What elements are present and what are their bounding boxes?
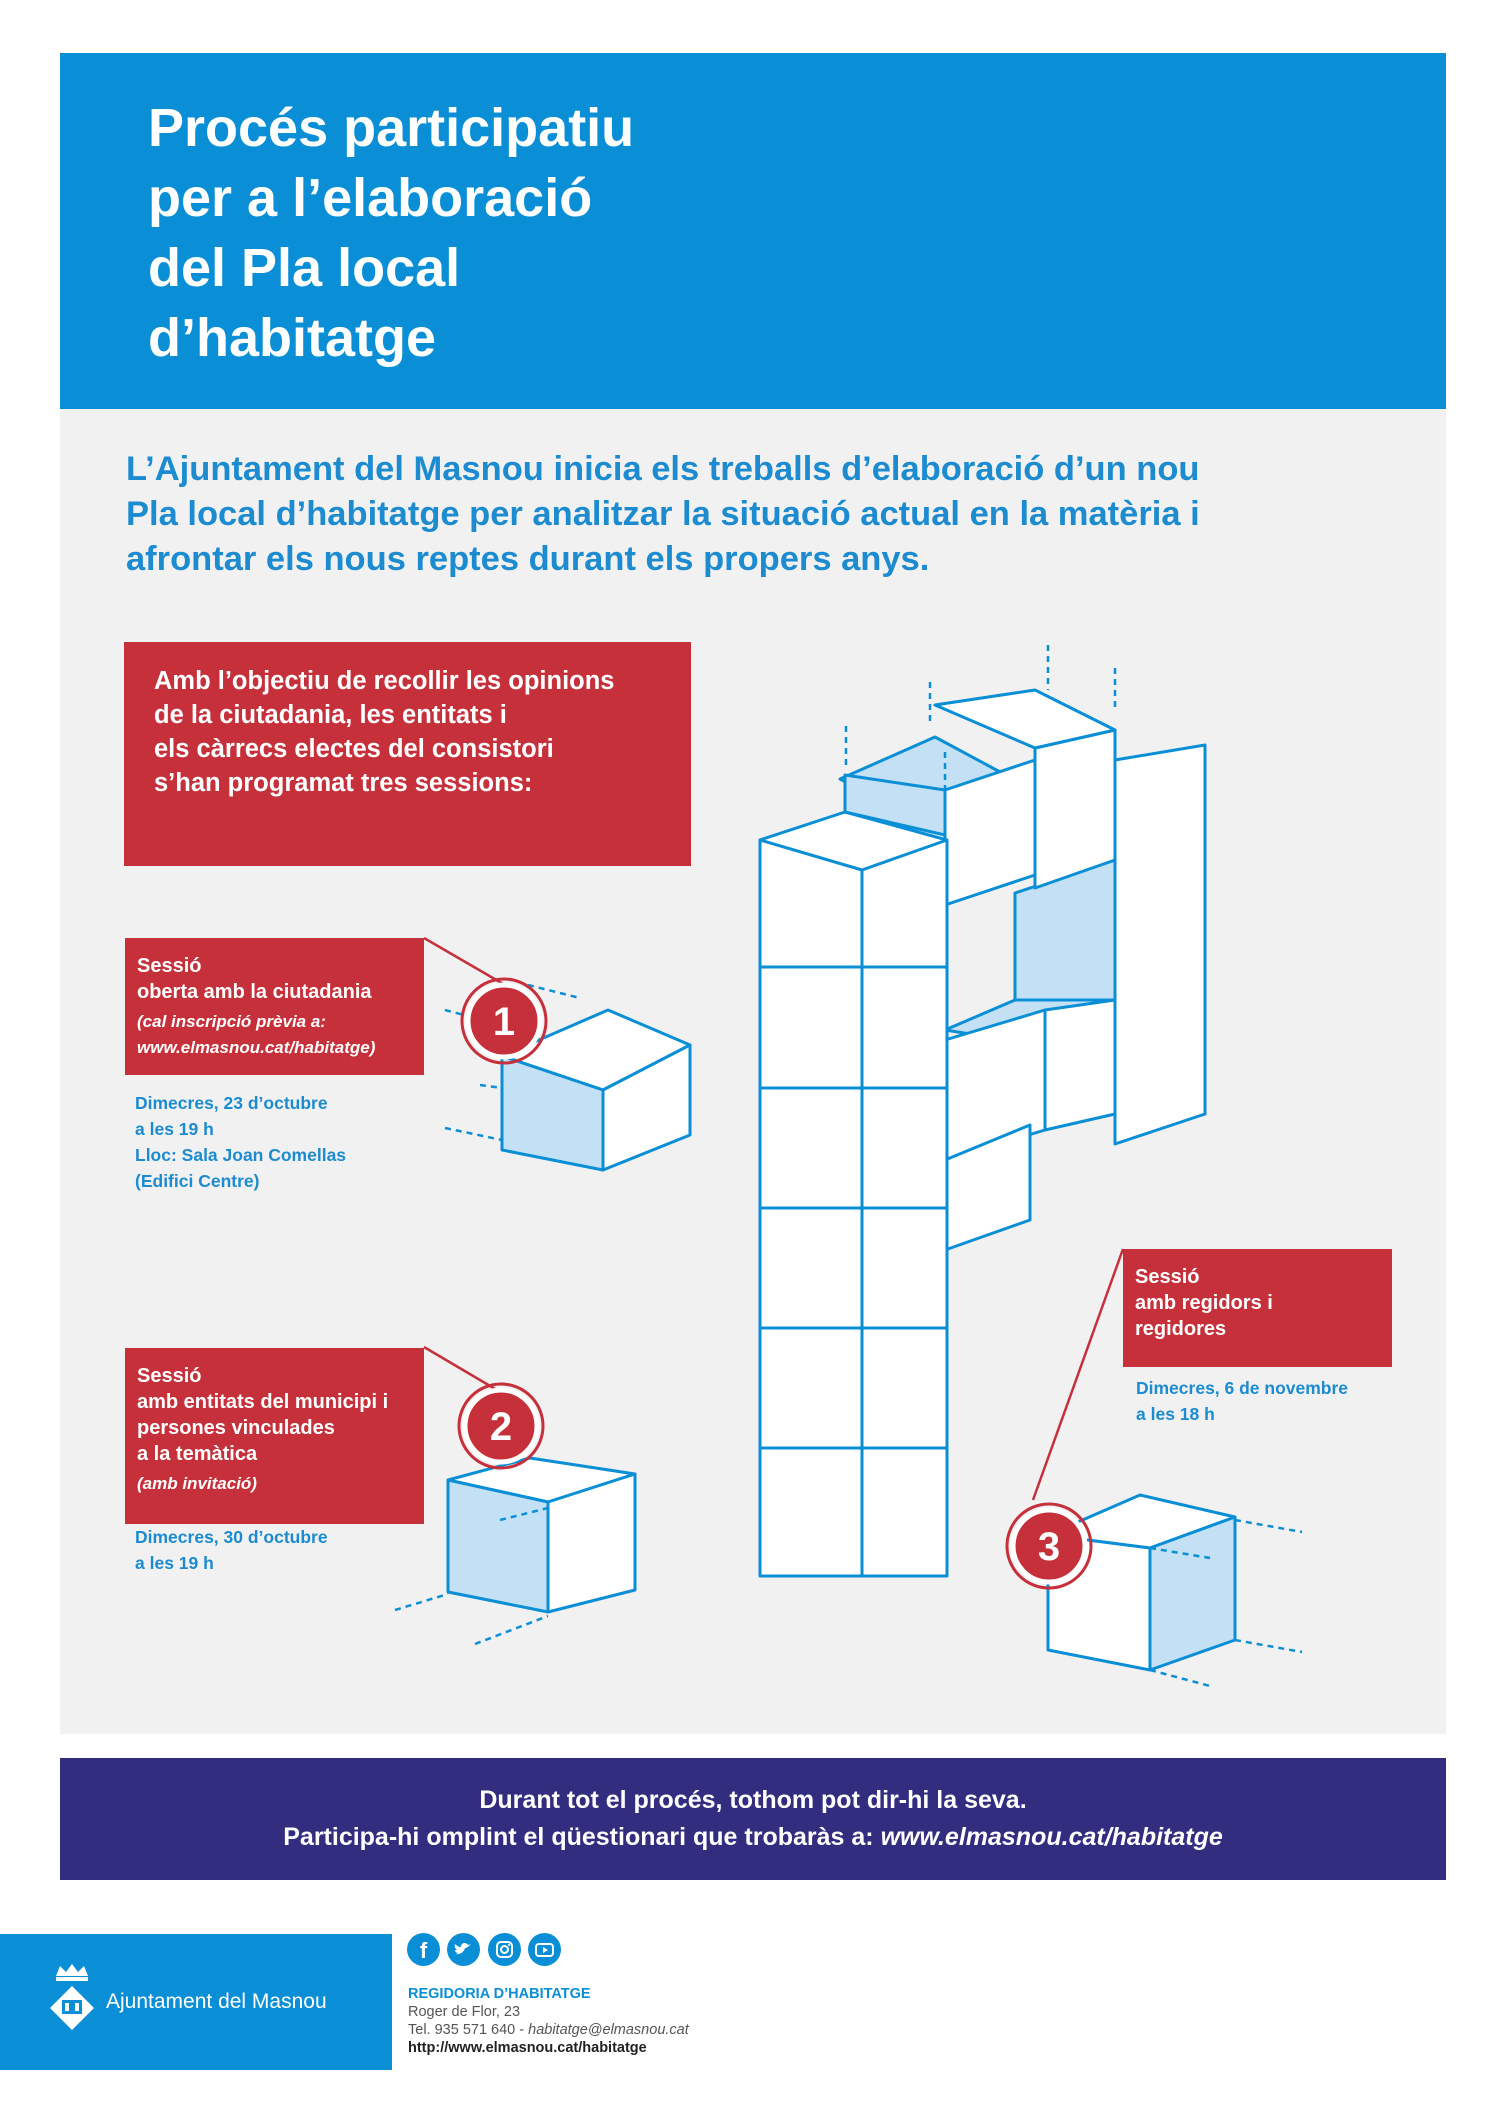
session-2-cube (394, 1456, 637, 1646)
session-2-title: Sessió amb entitats del municipi i perso… (137, 1365, 389, 1465)
session-2-details: Dimecres, 30 d’octubre a les 19 h (135, 1527, 328, 1573)
organization-name: Ajuntament del Masnou (106, 1990, 327, 2013)
session-3-box: Sessió amb regidors i regidores (1123, 1249, 1392, 1367)
number-1: 1 (493, 1000, 515, 1044)
objective-box: Amb l’objectiu de recollir les opinions … (124, 642, 691, 866)
session-3-title: Sessió amb regidors i regidores (1135, 1266, 1273, 1340)
session-1-note: (cal inscripció prèvia a: www.elmasnou.c… (137, 1012, 376, 1057)
banner-line-2-text: Participa-hi omplint el qüestionari que … (283, 1823, 881, 1851)
instagram-icon[interactable] (487, 1933, 521, 1966)
number-3: 3 (1038, 1525, 1060, 1569)
session-1-details: Dimecres, 23 d’octubre a les 19 h Lloc: … (135, 1093, 347, 1191)
building-cubes (758, 688, 1207, 1578)
session-1-cube (444, 983, 692, 1172)
session-1-title: Sessió oberta amb la ciutadania (137, 955, 372, 1003)
guide-lines (844, 645, 1117, 790)
session-3-details: Dimecres, 6 de novembre a les 18 h (1136, 1378, 1349, 1424)
participation-banner: Durant tot el procés, tothom pot dir-hi … (60, 1758, 1446, 1880)
banner-line-2: Participa-hi omplint el qüestionari que … (60, 1819, 1446, 1856)
banner-line-1: Durant tot el procés, tothom pot dir-hi … (479, 1786, 1027, 1814)
main-panel: L’Ajuntament del Masnou inicia els treba… (60, 409, 1446, 1734)
survey-link[interactable]: www.elmasnou.cat/habitatge (880, 1823, 1223, 1851)
address: Roger de Flor, 23 (408, 2004, 521, 2020)
intro-text: L’Ajuntament del Masnou inicia els treba… (126, 450, 1200, 578)
footer-logo-block: Ajuntament del Masnou (0, 1934, 392, 2070)
number-badge-3: 3 (1005, 1502, 1093, 1590)
phone-line: Tel. 935 571 640 - habitatge@elmasnou.ca… (408, 2021, 689, 2039)
objective-text: Amb l’objectiu de recollir les opinions … (154, 667, 615, 797)
facebook-icon[interactable]: f (407, 1933, 440, 1966)
social-links: f (407, 1933, 564, 1966)
department-name: REGIDORIA D’HABITATGE (408, 1986, 591, 2002)
coat-of-arms-icon (50, 1964, 94, 2030)
session-1-box: Sessió oberta amb la ciutadania (cal ins… (125, 938, 424, 1075)
contact-info: REGIDORIA D’HABITATGE Roger de Flor, 23 … (408, 1985, 689, 2057)
email-link[interactable]: habitatge@elmasnou.cat (528, 2022, 689, 2038)
number-2: 2 (490, 1405, 512, 1449)
twitter-icon[interactable] (447, 1933, 481, 1966)
number-badge-2: 2 (457, 1382, 545, 1470)
number-badge-1: 1 (460, 977, 548, 1065)
website-link[interactable]: http://www.elmasnou.cat/habitatge (408, 2040, 647, 2056)
session-2-note: (amb invitació) (137, 1474, 257, 1493)
page-title: Procés participatiu per a l’elaboració d… (148, 98, 635, 368)
header: Procés participatiu per a l’elaboració d… (60, 53, 1446, 409)
phone: Tel. 935 571 640 - (408, 2022, 529, 2038)
youtube-icon[interactable] (528, 1933, 562, 1966)
session-2-box: Sessió amb entitats del municipi i perso… (125, 1348, 424, 1524)
svg-text:f: f (420, 1938, 428, 1963)
